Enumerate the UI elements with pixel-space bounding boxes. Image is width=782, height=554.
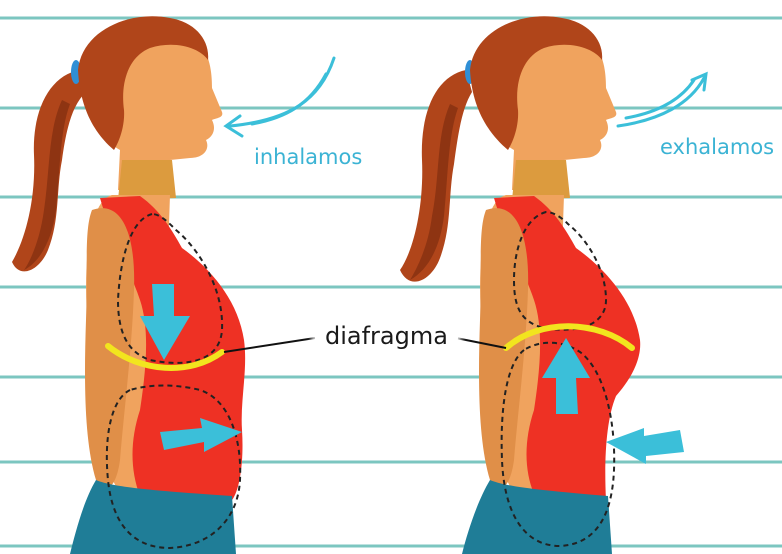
inhale-swoosh-icon: [226, 58, 334, 136]
arrow-left-icon: [606, 428, 684, 464]
exhale-figure: [400, 16, 706, 554]
inhale-label: inhalamos: [244, 141, 372, 173]
ponytail: [400, 70, 472, 282]
diaphragm-label: diafragma: [315, 320, 458, 352]
exhale-label: exhalamos: [650, 131, 782, 163]
neck: [118, 160, 176, 200]
neck: [512, 160, 570, 200]
inhale-figure: [12, 16, 334, 554]
exhale-swoosh-icon: [618, 74, 706, 126]
